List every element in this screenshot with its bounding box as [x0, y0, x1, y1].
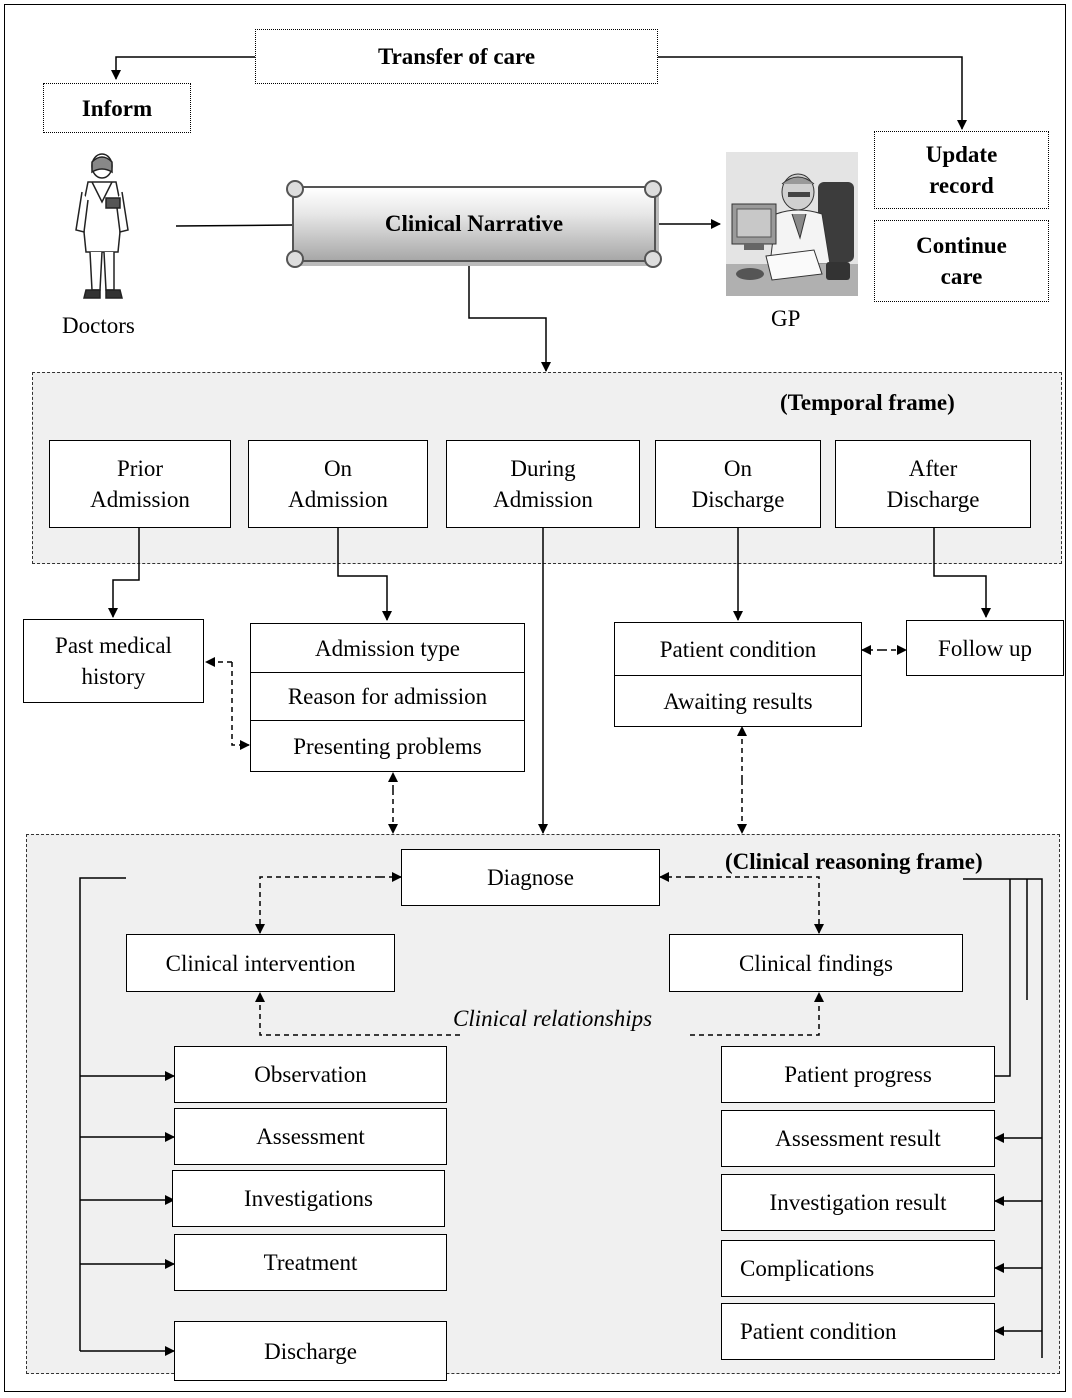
awaiting-results-box: Awaiting results: [614, 675, 862, 727]
investigation-result-box: Investigation result: [721, 1174, 995, 1231]
continue-care-box: Continue care: [874, 220, 1049, 302]
assessment-box: Assessment: [174, 1108, 447, 1165]
on-admission-box: On Admission: [248, 440, 428, 528]
complications-box: Complications: [721, 1240, 995, 1297]
scroll-curl-icon: [286, 250, 304, 268]
clinical-intervention-box: Clinical intervention: [126, 934, 395, 992]
doctor-figure-icon: [75, 153, 129, 299]
clinical-findings-box: Clinical findings: [669, 934, 963, 992]
clinical-narrative-label: Clinical Narrative: [384, 211, 564, 236]
scroll-curl-icon: [286, 180, 304, 198]
inform-box: Inform: [43, 83, 191, 133]
update-record-label: Update record: [925, 142, 998, 198]
scroll-curl-icon: [644, 180, 662, 198]
after-discharge-box: After Discharge: [835, 440, 1031, 528]
clinical-narrative-box: Clinical Narrative: [292, 186, 656, 262]
doctors-label: Doctors: [62, 313, 135, 338]
presenting-problems-box: Presenting problems: [250, 720, 525, 772]
patient-condition-finding-box: Patient condition: [721, 1303, 995, 1360]
reason-for-admission-box: Reason for admission: [250, 672, 525, 721]
gp-doctor-at-desk-icon: [726, 152, 858, 296]
gp-label: GP: [771, 306, 801, 331]
prior-admission-box: Prior Admission: [49, 440, 231, 528]
follow-up-box: Follow up: [906, 620, 1064, 676]
outer-border: [4, 4, 1066, 1392]
scroll-curl-icon: [644, 250, 662, 268]
admission-type-box: Admission type: [250, 623, 525, 673]
transfer-of-care-label: Transfer of care: [377, 44, 536, 69]
diagnose-box: Diagnose: [401, 849, 660, 906]
assessment-result-box: Assessment result: [721, 1110, 995, 1167]
clinical-relationships-label: Clinical relationships: [453, 1006, 653, 1031]
past-medical-history-box: Past medical history: [23, 619, 204, 703]
discharge-box: Discharge: [174, 1321, 447, 1381]
treatment-box: Treatment: [174, 1234, 447, 1291]
inform-label: Inform: [81, 95, 153, 121]
clinical-narrative-scroll: Clinical Narrative: [286, 180, 662, 268]
patient-condition-box: Patient condition: [614, 622, 862, 676]
clinical-reasoning-frame-title: (Clinical reasoning frame): [725, 849, 983, 874]
during-admission-box: During Admission: [446, 440, 640, 528]
investigations-box: Investigations: [172, 1170, 445, 1227]
observation-box: Observation: [174, 1046, 447, 1103]
on-discharge-box: On Discharge: [655, 440, 821, 528]
continue-care-label: Continue care: [916, 233, 1007, 289]
patient-progress-box: Patient progress: [721, 1046, 995, 1103]
transfer-of-care-box: Transfer of care: [255, 29, 658, 84]
update-record-box: Update record: [874, 131, 1049, 209]
temporal-frame-title: (Temporal frame): [780, 390, 955, 415]
